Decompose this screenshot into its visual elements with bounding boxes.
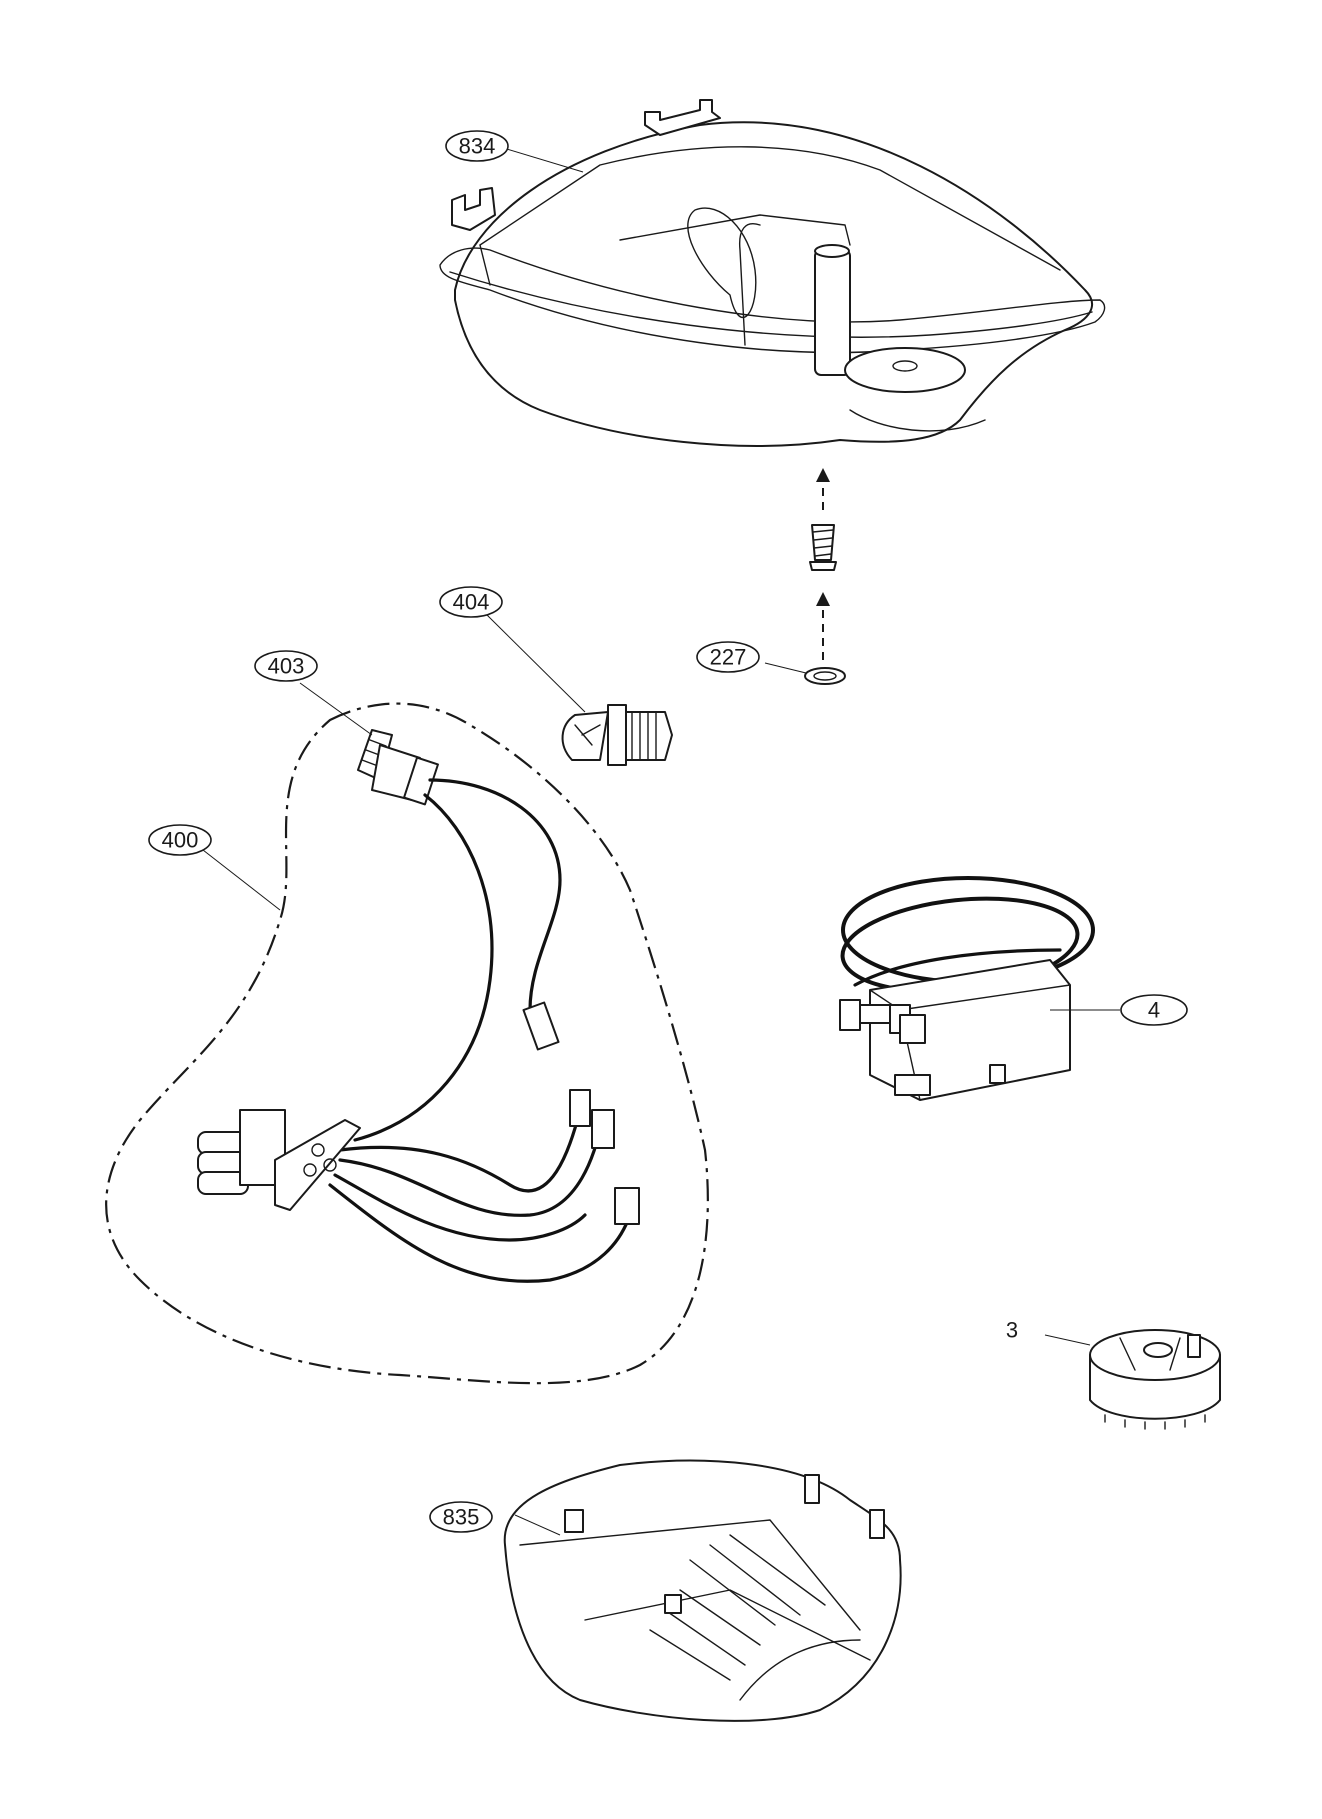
lamp-bulb-404: [486, 614, 673, 766]
callout-403: 403: [254, 650, 318, 682]
thermostat-knob-3: [1044, 1329, 1221, 1430]
leader-404: [486, 614, 586, 713]
callout-400: 400: [148, 824, 212, 856]
callout-835: 835: [429, 1501, 493, 1533]
svg-text:4: 4: [1148, 998, 1160, 1023]
leader-3: [1044, 1334, 1091, 1346]
callout-404: 404: [439, 586, 503, 618]
svg-text:835: 835: [443, 1505, 480, 1530]
leader-400: [202, 849, 281, 911]
svg-text:403: 403: [268, 654, 305, 679]
callout-227: 227: [696, 641, 760, 673]
svg-text:3: 3: [1006, 1318, 1018, 1343]
leader-403: [299, 682, 373, 736]
leader-834: [499, 146, 584, 173]
svg-text:400: 400: [162, 828, 199, 853]
wiring-harness-400: [105, 682, 709, 1385]
svg-text:227: 227: [710, 645, 747, 670]
washer-227: [764, 662, 846, 685]
lower-cover-835: [503, 1459, 902, 1722]
svg-text:404: 404: [453, 590, 490, 615]
leader-227: [764, 662, 807, 674]
screw: [809, 468, 837, 660]
callout-834: 834: [445, 130, 509, 162]
upper-housing-834: [439, 99, 1106, 447]
svg-text:834: 834: [459, 134, 496, 159]
callout-4: 4: [1120, 994, 1188, 1026]
leader-835: [514, 1514, 561, 1536]
thermostat-4: [839, 876, 1120, 1101]
callout-3: 3: [1006, 1318, 1018, 1343]
